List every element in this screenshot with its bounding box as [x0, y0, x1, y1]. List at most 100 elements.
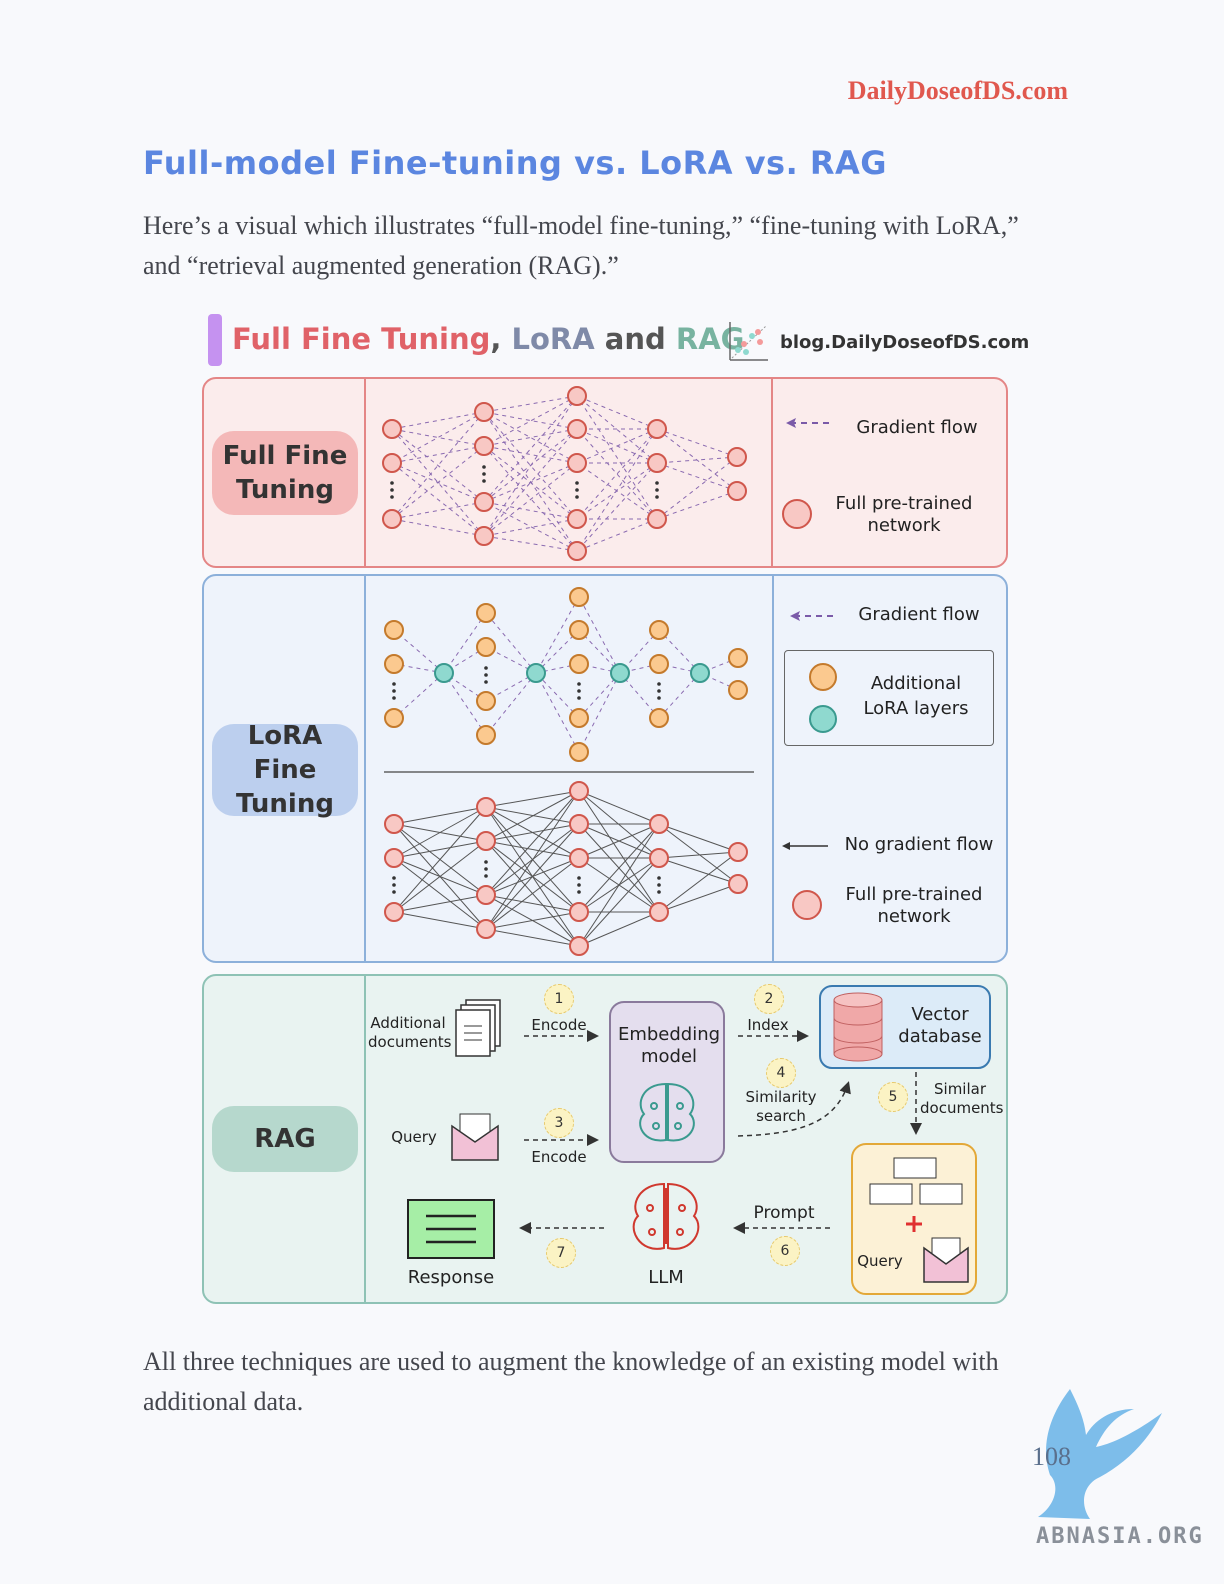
network-edge — [656, 456, 738, 464]
network-node — [649, 814, 669, 834]
network-edge — [485, 672, 537, 736]
heading-rag: RAG — [675, 322, 745, 356]
lora-adapter-node — [690, 663, 710, 683]
network-edge — [578, 790, 660, 913]
ellipsis-dot — [482, 472, 486, 476]
step-5: 5 — [878, 1082, 908, 1112]
query-label: Query — [391, 1128, 437, 1146]
network-node — [649, 902, 669, 922]
network-edge — [483, 445, 578, 464]
network-edge — [391, 445, 485, 464]
network-edge — [658, 851, 739, 859]
network-node — [476, 919, 496, 939]
network-node — [476, 691, 496, 711]
network-node — [647, 509, 667, 529]
additional-documents-label: Additional documents — [368, 1014, 452, 1051]
ellipsis-dot — [482, 479, 486, 483]
ellipsis-dot — [484, 874, 488, 878]
network-edge — [483, 501, 578, 552]
network-edge — [578, 823, 660, 947]
network-edge — [658, 672, 701, 719]
ellipsis-dot — [657, 689, 661, 693]
similarity-search-label: Similarity search — [745, 1088, 817, 1125]
step-6: 6 — [770, 1236, 800, 1266]
heading-full: Full Fine Tuning — [232, 322, 491, 356]
network-edge — [485, 928, 580, 947]
ellipsis-dot — [655, 495, 659, 499]
ellipsis-dot — [484, 867, 488, 871]
network-edge — [576, 518, 658, 552]
ellipsis-dot — [392, 696, 396, 700]
network-edge — [535, 629, 580, 674]
divider — [771, 379, 773, 566]
network-edge — [578, 911, 660, 947]
brain-icon — [639, 1082, 695, 1142]
network-node — [474, 402, 494, 422]
response-icon — [407, 1199, 495, 1259]
network-node — [567, 386, 587, 406]
network-edge — [576, 395, 658, 520]
network-node — [649, 708, 669, 728]
network-edge — [393, 806, 487, 913]
network-node — [567, 509, 587, 529]
ellipsis-dot — [390, 495, 394, 499]
network-node — [569, 848, 589, 868]
lora-adapter-node — [434, 663, 454, 683]
network-edge — [393, 911, 487, 930]
step-3: 3 — [544, 1108, 574, 1138]
site-name: DailyDoseofDS.com — [847, 76, 1068, 105]
network-edge — [576, 395, 658, 430]
watermark: ABNASIA.ORG — [1036, 1524, 1204, 1549]
lora-legend-box: Additional LoRA layers — [784, 650, 994, 746]
network-edge — [483, 411, 578, 464]
no-gradient-arrow-icon — [782, 842, 828, 850]
network-edge — [576, 395, 658, 464]
step-4: 4 — [766, 1058, 796, 1088]
network-edge — [393, 629, 445, 674]
network-node — [384, 654, 404, 674]
network-node — [384, 814, 404, 834]
lora-adapter-node — [610, 663, 630, 683]
legend-gradient-flow: Gradient flow — [858, 604, 980, 625]
full-fine-tuning-label: Full Fine Tuning — [212, 431, 358, 515]
network-node — [382, 453, 402, 473]
node-legend-icon — [782, 499, 812, 529]
network-edge — [535, 596, 580, 674]
network-node — [382, 509, 402, 529]
network-edge — [658, 857, 739, 885]
ellipsis-dot — [575, 495, 579, 499]
page-title: Full-model Fine-tuning vs. LoRA vs. RAG — [143, 144, 888, 182]
network-edge — [483, 462, 578, 537]
step-2: 2 — [754, 984, 784, 1014]
network-edge — [576, 462, 658, 520]
intro-paragraph: Here’s a visual which illustrates “full-… — [143, 211, 1019, 280]
network-edge — [658, 851, 739, 913]
blog-url: blog.DailyDoseofDS.com — [780, 332, 1030, 353]
network-edge — [485, 823, 580, 842]
ellipsis-dot — [390, 488, 394, 492]
network-node — [728, 874, 748, 894]
rag-panel: RAG — [202, 974, 1008, 1304]
ellipsis-dot — [657, 876, 661, 880]
network-edge — [656, 490, 738, 520]
ellipsis-dot — [657, 682, 661, 686]
network-edge — [485, 911, 580, 930]
network-edge — [656, 462, 738, 492]
network-edge — [391, 428, 485, 503]
page-number: 108 — [1032, 1442, 1071, 1471]
lora-adapter-node — [526, 663, 546, 683]
network-edge — [393, 857, 487, 930]
database-icon — [833, 992, 883, 1062]
network-edge — [483, 395, 578, 447]
network-edge — [483, 462, 578, 503]
ellipsis-dot — [657, 696, 661, 700]
network-edge — [578, 672, 621, 753]
network-node — [647, 419, 667, 439]
network-node — [649, 848, 669, 868]
network-node — [727, 447, 747, 467]
network-edge — [485, 857, 580, 930]
rag-flow-diagram — [407, 985, 991, 1295]
ellipsis-dot — [577, 682, 581, 686]
network-edge — [391, 462, 485, 537]
embedding-model-label: Embedding model — [617, 1024, 721, 1067]
